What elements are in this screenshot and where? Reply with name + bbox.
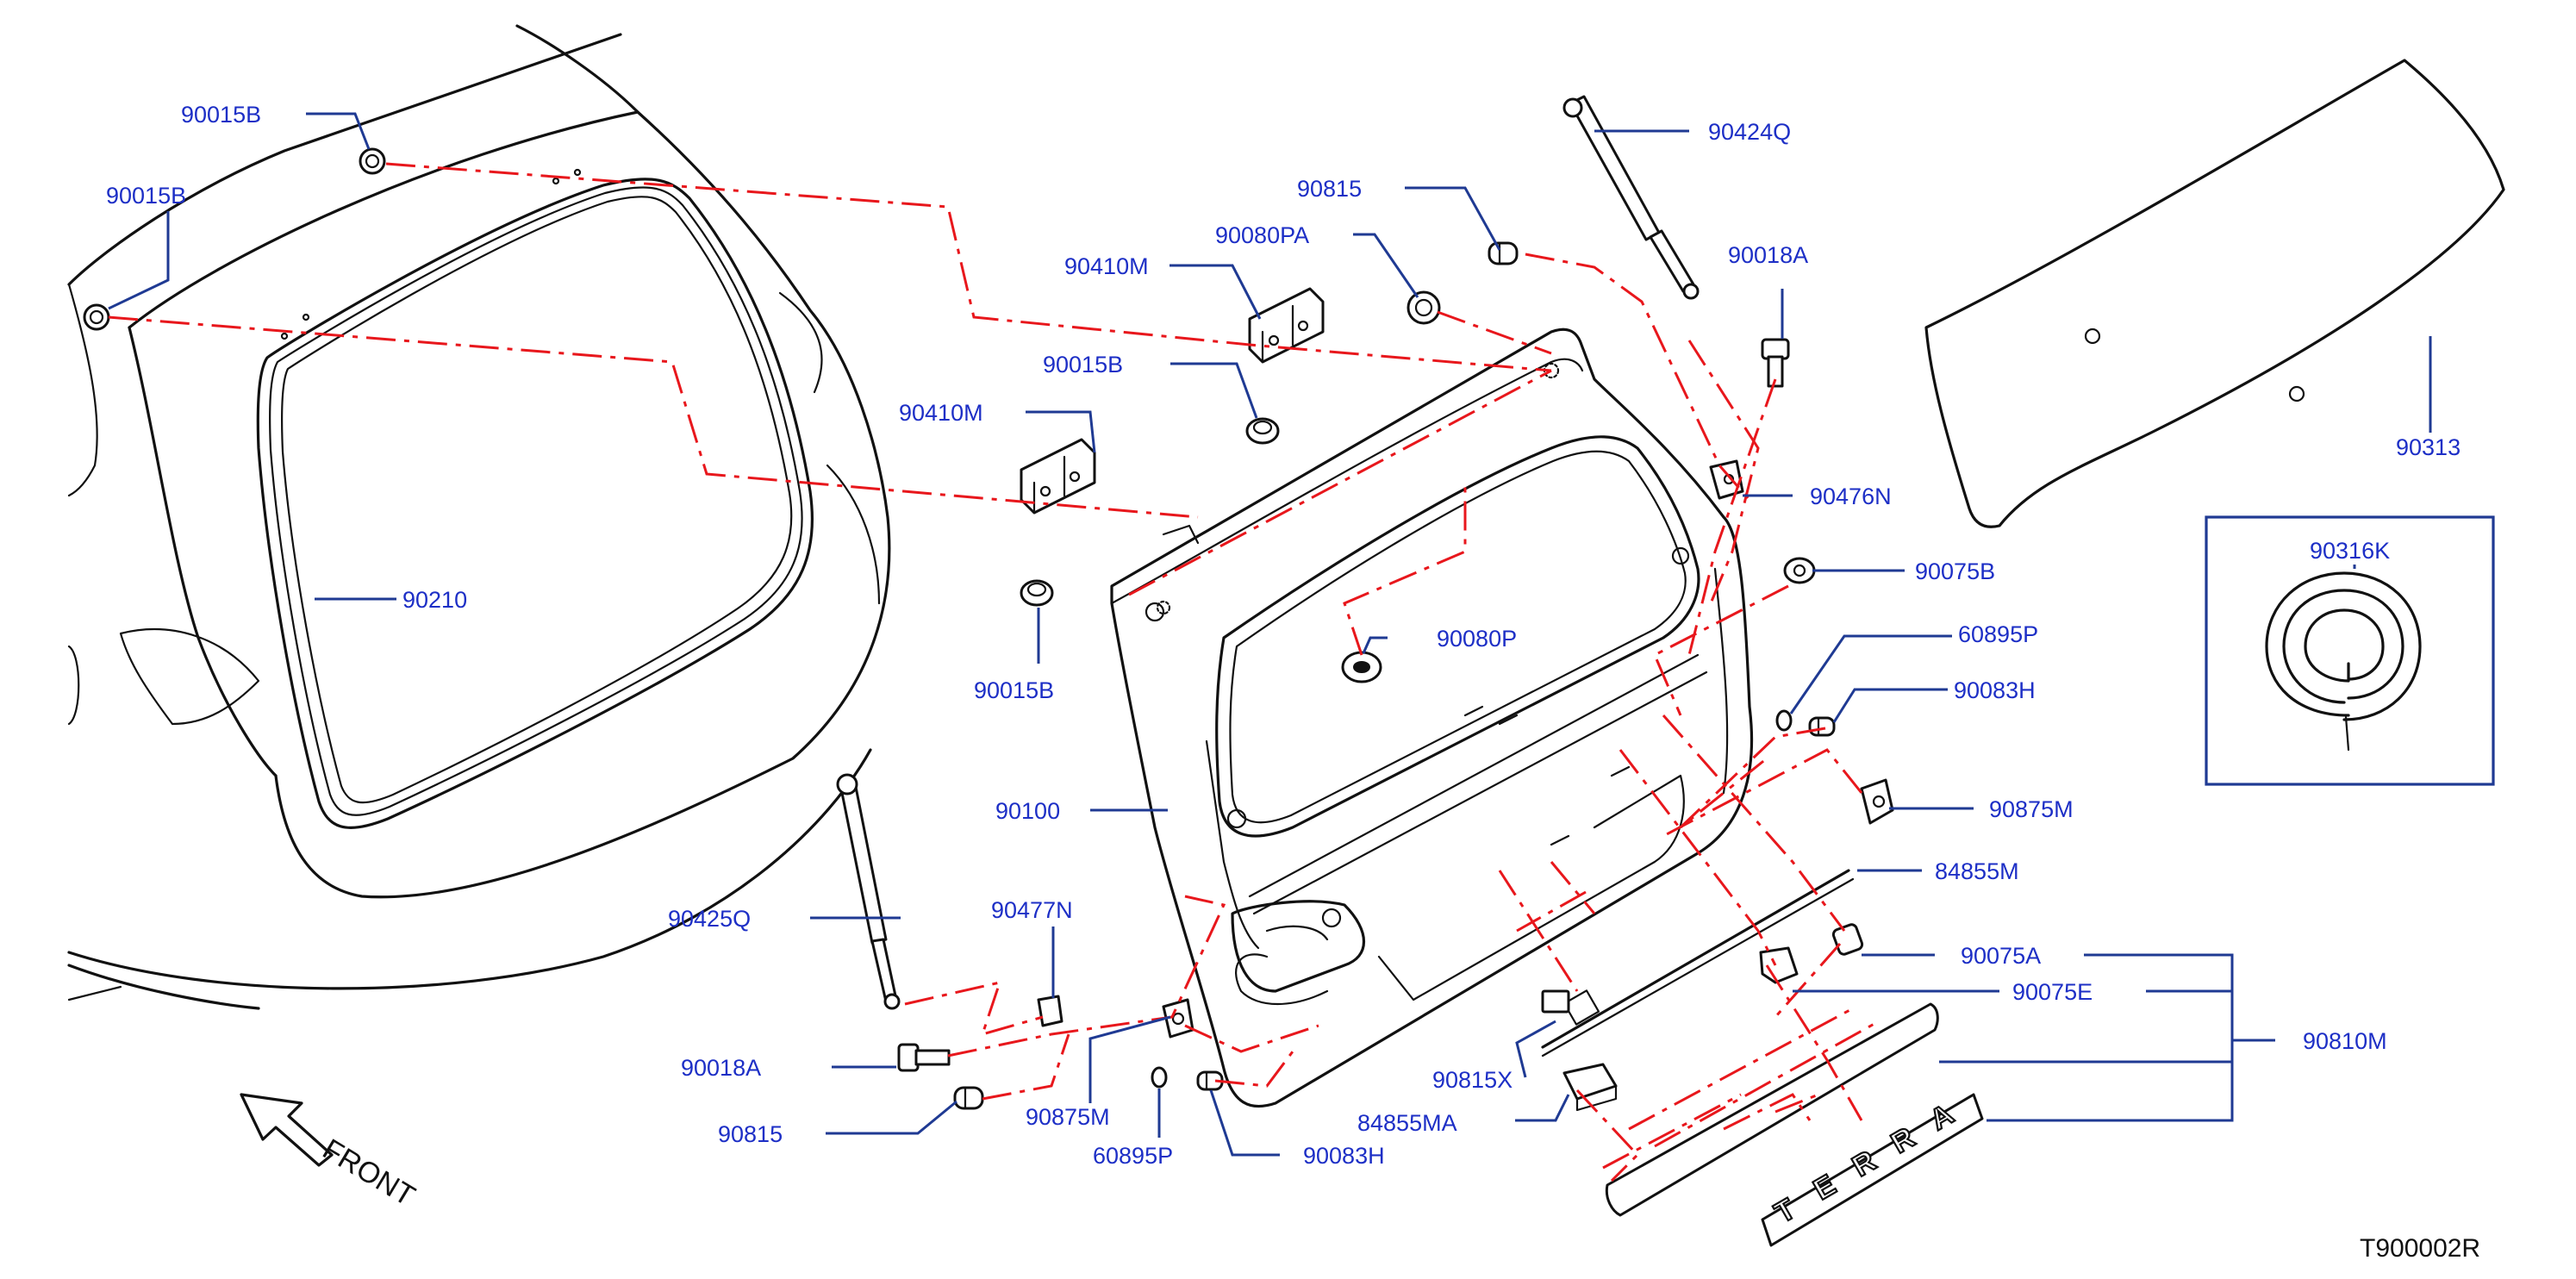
label-90015B-left[interactable]: 90015B	[106, 183, 186, 209]
grommet-90015B-top	[359, 147, 386, 175]
label-90477N[interactable]: 90477N	[991, 897, 1073, 923]
front-arrow: FRONT	[240, 1093, 421, 1213]
label-90015B-mid[interactable]: 90015B	[1043, 352, 1123, 377]
leader-lines	[108, 112, 2432, 1157]
grommet-90015B-left	[83, 303, 110, 331]
clip-90075E	[1759, 946, 1799, 984]
diagram-code: T900002R	[2360, 1234, 2480, 1263]
bumper-90083H-upper	[1808, 716, 1836, 737]
label-90100[interactable]: 90100	[995, 798, 1060, 824]
striker-90476N	[1709, 459, 1744, 500]
bolt-90018A-upper	[1761, 338, 1790, 388]
assembly-lines	[108, 162, 1880, 1182]
gas-strut-90424Q	[1562, 95, 1700, 300]
clip-90075A	[1831, 923, 1864, 956]
label-90424Q[interactable]: 90424Q	[1708, 119, 1791, 145]
grommet-90015B-mid	[1245, 417, 1280, 445]
label-90810M[interactable]: 90810M	[2303, 1028, 2387, 1054]
label-90015B-low[interactable]: 90015B	[974, 677, 1054, 703]
clip-90075B	[1783, 557, 1816, 584]
part-labels: 90015B 90015B 90210 90410M 90080PA 90815…	[106, 102, 2461, 1169]
cap-90080P	[1341, 651, 1382, 683]
label-90476N[interactable]: 90476N	[1810, 484, 1892, 509]
label-90313[interactable]: 90313	[2396, 434, 2461, 460]
vehicle-body-rear	[67, 24, 891, 1010]
hinge-90410M-lower	[1020, 438, 1096, 515]
bumper-90815-lower	[953, 1086, 984, 1110]
label-84855MA[interactable]: 84855MA	[1357, 1110, 1457, 1136]
plug-60895P-upper	[1775, 709, 1793, 732]
clip-90875M-upper	[1860, 778, 1894, 825]
label-90075B[interactable]: 90075B	[1915, 558, 1995, 584]
label-90875M-upper[interactable]: 90875M	[1989, 796, 2074, 822]
plug-60895P-lower	[1151, 1066, 1168, 1089]
bumper-90815-upper	[1488, 241, 1519, 265]
label-90875M-lower[interactable]: 90875M	[1026, 1104, 1110, 1130]
label-90018A-upper[interactable]: 90018A	[1728, 242, 1808, 268]
label-60895P-lower[interactable]: 60895P	[1093, 1143, 1173, 1169]
weatherstrip-84855M	[1541, 869, 1855, 1058]
bolt-90018A-lower	[897, 1043, 951, 1072]
label-60895P-upper[interactable]: 60895P	[1958, 621, 2038, 647]
hinge-90410M-upper	[1248, 287, 1325, 364]
label-90083H-upper[interactable]: 90083H	[1954, 677, 2036, 703]
gas-strut-90425Q	[836, 773, 901, 1010]
finisher-90810M	[1605, 1002, 1939, 1217]
cap-90080PA	[1407, 290, 1441, 325]
label-90083H-lower[interactable]: 90083H	[1303, 1143, 1385, 1169]
label-90425Q[interactable]: 90425Q	[668, 906, 751, 932]
back-door-glass	[1924, 59, 2505, 528]
label-90210[interactable]: 90210	[402, 587, 467, 613]
label-90015B-top[interactable]: 90015B	[181, 102, 261, 128]
label-90815-upper[interactable]: 90815	[1297, 176, 1362, 202]
label-90410M-lower[interactable]: 90410M	[899, 400, 983, 426]
grommet-90015B-low	[1020, 579, 1054, 607]
front-label: FRONT	[317, 1132, 421, 1213]
inset-box-90316K	[2205, 515, 2495, 786]
label-90815X[interactable]: 90815X	[1432, 1067, 1513, 1093]
striker-90477N	[1037, 995, 1063, 1027]
label-90080P[interactable]: 90080P	[1437, 626, 1517, 652]
label-90075A[interactable]: 90075A	[1961, 943, 2041, 969]
label-90815-lower[interactable]: 90815	[718, 1121, 783, 1147]
label-84855M[interactable]: 84855M	[1935, 858, 2019, 884]
label-90410M-upper[interactable]: 90410M	[1064, 253, 1149, 279]
label-90080PA[interactable]: 90080PA	[1215, 222, 1309, 248]
emblem-terra	[1761, 1093, 1984, 1247]
label-90316K[interactable]: 90316K	[2310, 538, 2390, 564]
label-90018A-lower[interactable]: 90018A	[681, 1055, 761, 1081]
sticker-90815X	[1541, 989, 1570, 1014]
label-90075E[interactable]: 90075E	[2012, 979, 2093, 1005]
back-door-panel	[1110, 328, 1754, 1108]
